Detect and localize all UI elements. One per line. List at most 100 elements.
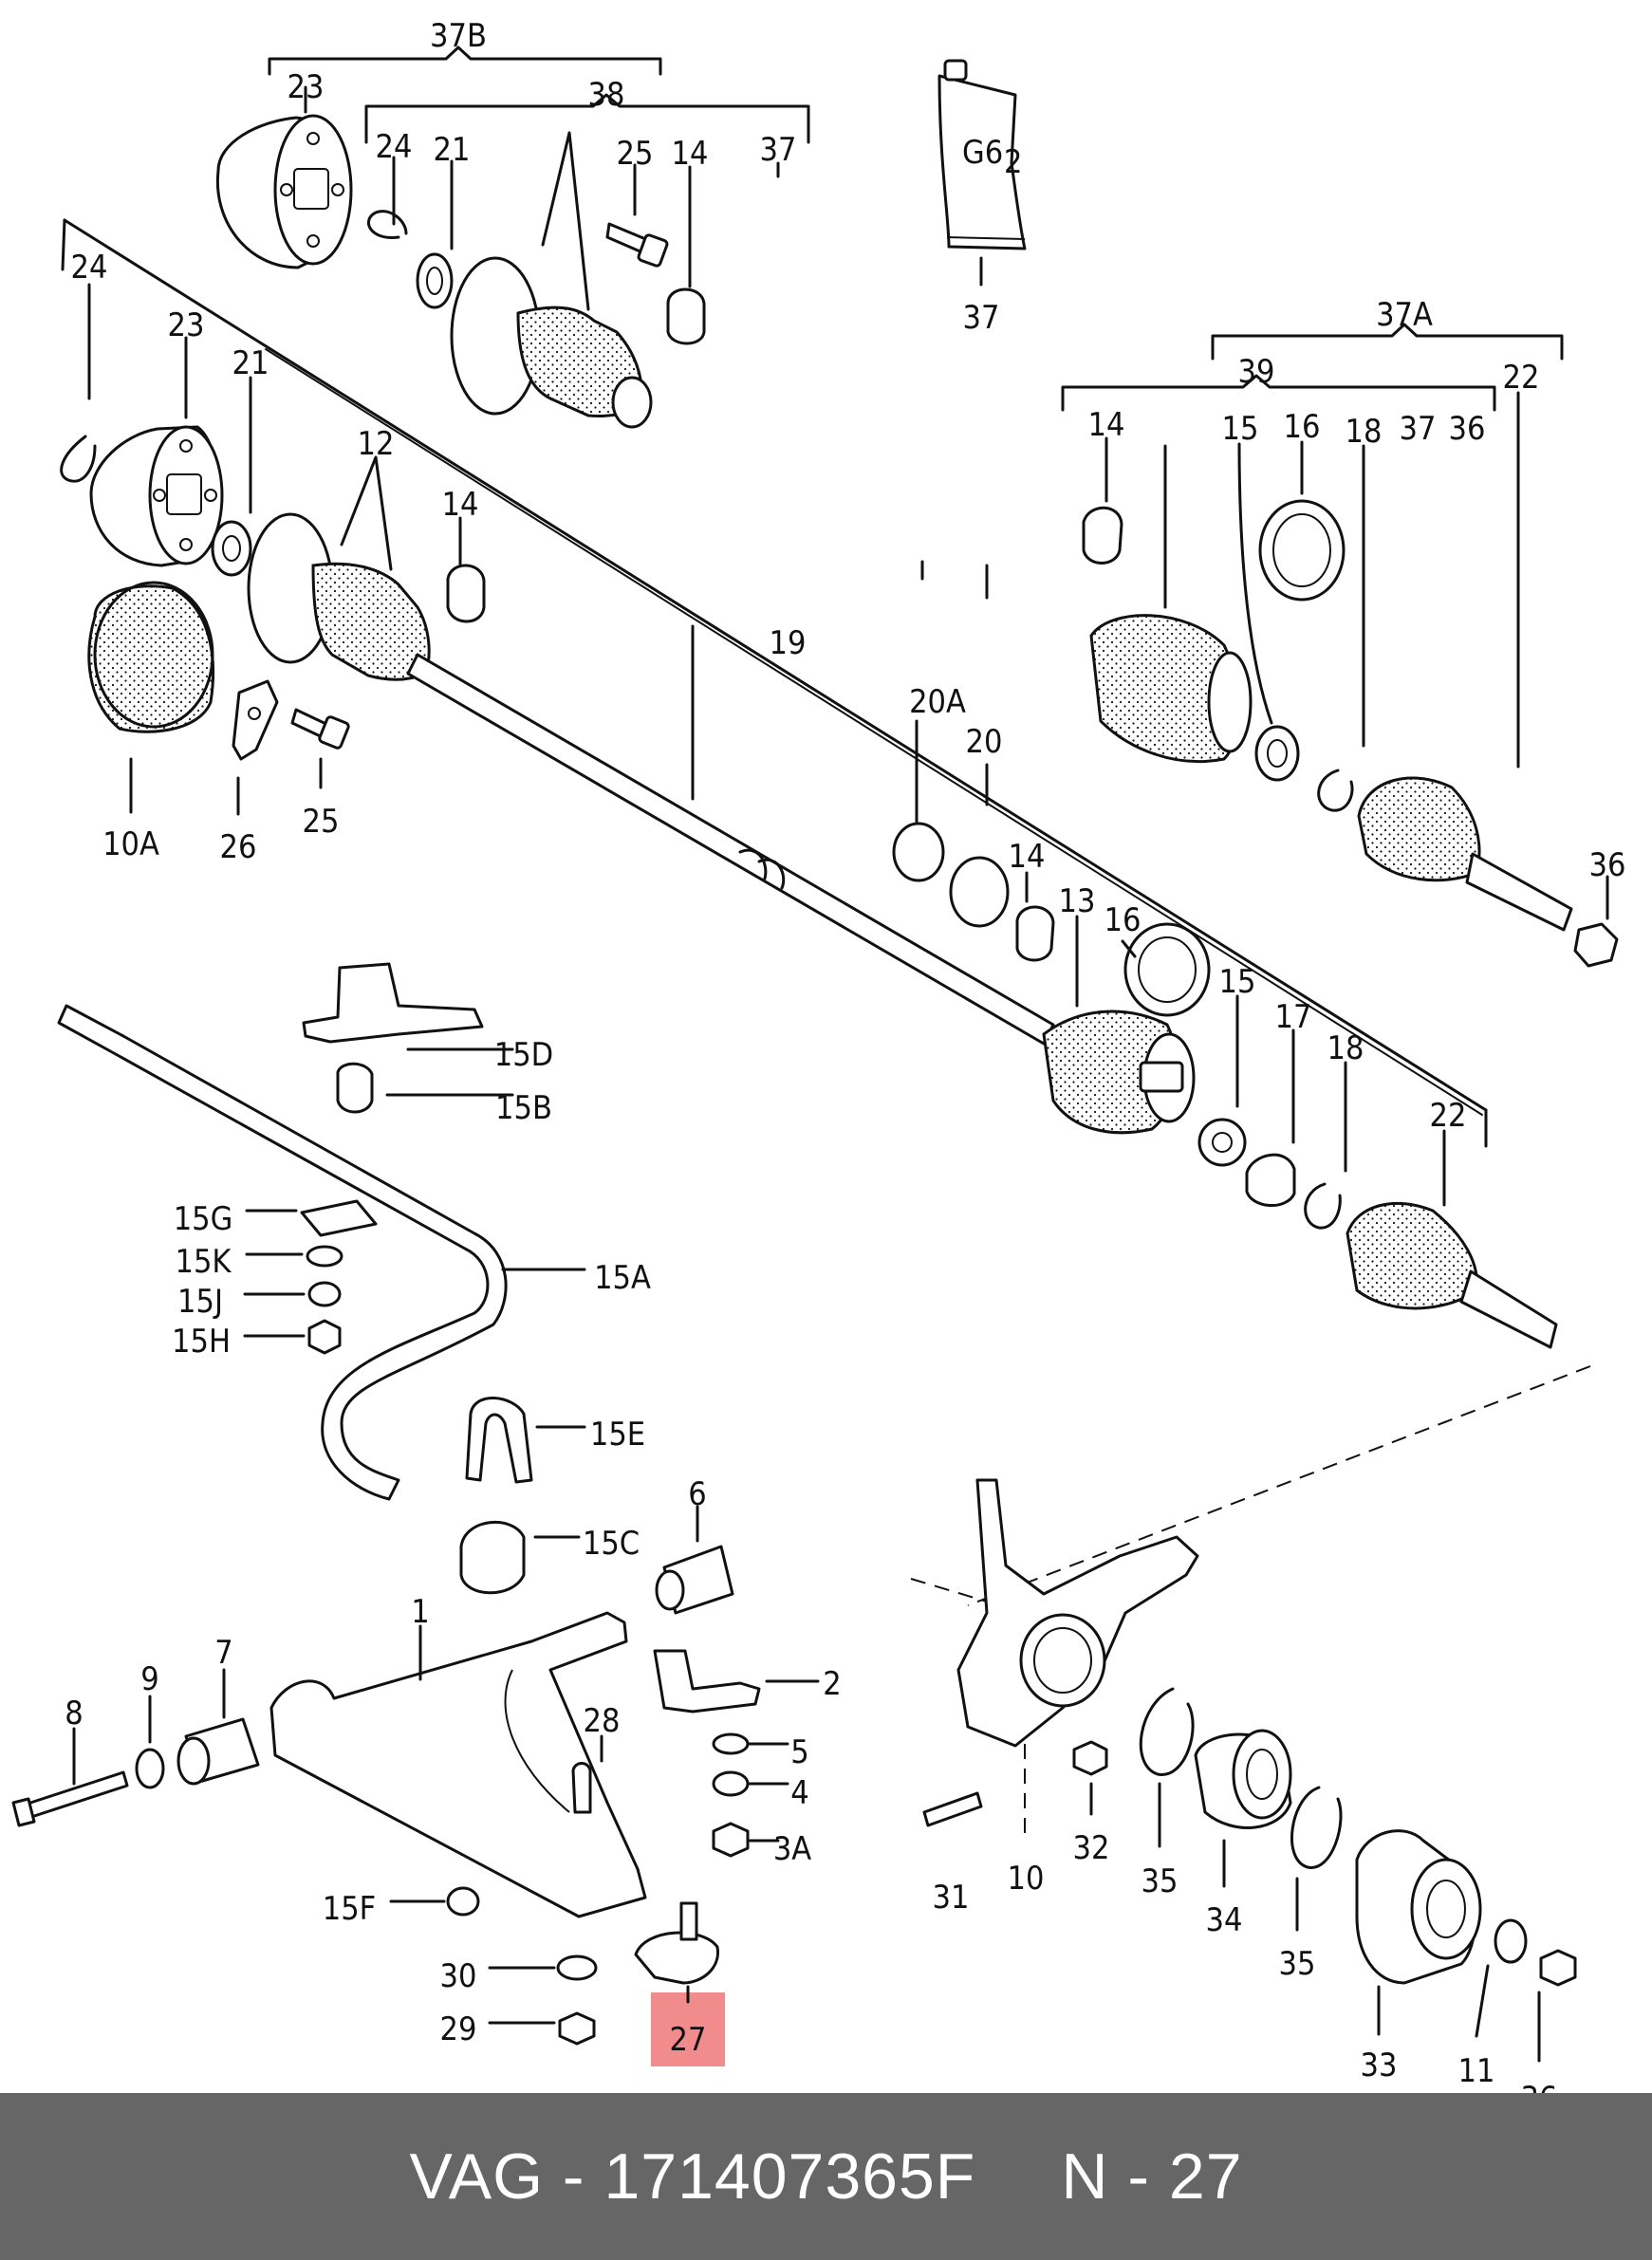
bolt-31: [922, 1791, 983, 1827]
tube-label: G6: [962, 134, 1003, 172]
shaft-guide-lines: [61, 218, 1488, 1148]
boot-13-inner: [1042, 915, 1196, 1135]
callout-c-14b: 14: [442, 486, 479, 524]
nut-32: [1072, 1740, 1108, 1816]
washer-15-right: [1237, 442, 1300, 782]
washer-21-left: [211, 376, 252, 577]
cv-joint-flange-left: [89, 336, 224, 567]
callout-c-35a: 35: [1142, 1862, 1179, 1900]
circlip-24-top: [366, 156, 408, 239]
callout-c-23a: 23: [288, 68, 325, 106]
control-arm-1: [269, 1611, 647, 1918]
callout-c-15E: 15E: [590, 1416, 645, 1454]
outer-cv-joint-22-upper: [1357, 391, 1573, 932]
circlip-18-right: [1317, 444, 1365, 812]
callout-c-20: 20: [966, 723, 1003, 761]
bush-15B: [336, 1062, 514, 1114]
circlip-24-left: [60, 283, 97, 483]
callout-c-15K: 15K: [176, 1243, 232, 1281]
guide-dash-hub: [967, 1365, 1591, 1606]
highlight-box: [651, 1992, 725, 2066]
clamp-15E: [465, 1397, 586, 1484]
clamp-14-left: [446, 516, 486, 623]
bracket-37B: [268, 46, 662, 76]
callout-c-17: 17: [1275, 998, 1312, 1036]
callout-c-15F: 15F: [323, 1890, 377, 1928]
circlip-35a: [1139, 1687, 1195, 1848]
callout-c-22a: 22: [1503, 359, 1540, 397]
tube-label-sub: 2: [1004, 143, 1022, 181]
bracket-38-37: [364, 93, 810, 144]
callout-c-37b: 37: [1400, 410, 1437, 448]
callout-c-37a: 37: [760, 131, 797, 169]
stabiliser-bar-15A: [57, 1004, 586, 1501]
o-ring-20A: [892, 719, 945, 882]
nut-15F: [389, 1886, 480, 1917]
callout-c-24b: 24: [71, 249, 108, 287]
bracket-37A: [1211, 323, 1564, 361]
nut-29: [488, 2011, 596, 2046]
callout-c-22b: 22: [1430, 1097, 1467, 1135]
callout-c-21a: 21: [434, 131, 471, 169]
callout-c-8: 8: [65, 1695, 83, 1732]
callout-c-15C: 15C: [583, 1525, 640, 1563]
callout-c-14a: 14: [672, 135, 709, 173]
hub-33: [1355, 1829, 1482, 2036]
callout-c-28: 28: [584, 1702, 621, 1740]
callout-c-25a: 25: [617, 135, 654, 173]
callout-c-37A: 37A: [1376, 296, 1433, 334]
callout-c-3A: 3A: [773, 1830, 811, 1868]
stack-15GKJH: [243, 1199, 378, 1355]
callout-c-14d: 14: [1009, 838, 1046, 876]
boot-joint-38: [450, 131, 653, 429]
nut-3A: [712, 1822, 780, 1858]
footer-brand-part: VAG - 171407365F: [409, 2140, 976, 2213]
diagram-svg: G6 2: [11, 17, 1625, 2118]
callout-c-21b: 21: [232, 344, 269, 382]
spring-washer-4: [712, 1770, 789, 1797]
spacer-17: [1245, 1028, 1296, 1207]
callout-c-31: 31: [933, 1879, 970, 1917]
footer-ref: N - 27: [1061, 2140, 1243, 2213]
nut-36-lower: [1537, 1949, 1577, 2063]
bearing-34: [1194, 1729, 1292, 1888]
callout-c-15b: 15: [1219, 963, 1256, 1001]
bracket-2: [653, 1649, 820, 1714]
grease-tube: G6 2: [937, 59, 1027, 287]
boot-39: [1089, 444, 1253, 764]
callout-c-11: 11: [1458, 2052, 1495, 2090]
callout-c-25b: 25: [303, 803, 340, 841]
bolt-25-left: [290, 708, 350, 789]
callout-c-19: 19: [770, 624, 807, 662]
nut-36-upper: [1573, 875, 1619, 968]
boot-ring-10A: [87, 581, 215, 814]
callout-c-15B: 15B: [495, 1089, 552, 1127]
washer-30: [488, 1954, 598, 1981]
callout-c-4: 4: [790, 1774, 808, 1812]
callout-c-7: 7: [214, 1634, 232, 1672]
exploded-parts-diagram: G6 2: [11, 17, 1625, 2118]
bracket-15D: [302, 962, 514, 1051]
callout-c-16b: 16: [1104, 901, 1142, 939]
washer-21-top: [416, 159, 454, 309]
callout-c-30: 30: [440, 1957, 477, 1995]
ball-joint-27: [634, 1901, 719, 2004]
boot-12-inner: [247, 455, 431, 681]
callout-c-9: 9: [140, 1660, 158, 1698]
callout-c-23b: 23: [168, 306, 205, 344]
callout-c-33: 33: [1361, 2047, 1398, 2084]
bolt-28: [571, 1734, 603, 1814]
callout-c-16a: 16: [1284, 408, 1321, 446]
washer-15-mid: [1197, 994, 1247, 1167]
callout-c-37B: 37B: [430, 17, 487, 55]
washer-11: [1475, 1918, 1528, 2038]
clamp-14-top: [666, 165, 706, 345]
part-number-footer: VAG - 171407365F N - 27: [0, 2093, 1652, 2260]
callout-c-35b: 35: [1279, 1945, 1316, 1983]
bush-15C: [459, 1520, 581, 1595]
callout-c-15D: 15D: [494, 1036, 553, 1074]
callout-c-15a: 15: [1222, 410, 1259, 448]
callout-c-18a: 18: [1346, 413, 1383, 451]
callout-c-12: 12: [358, 425, 395, 463]
